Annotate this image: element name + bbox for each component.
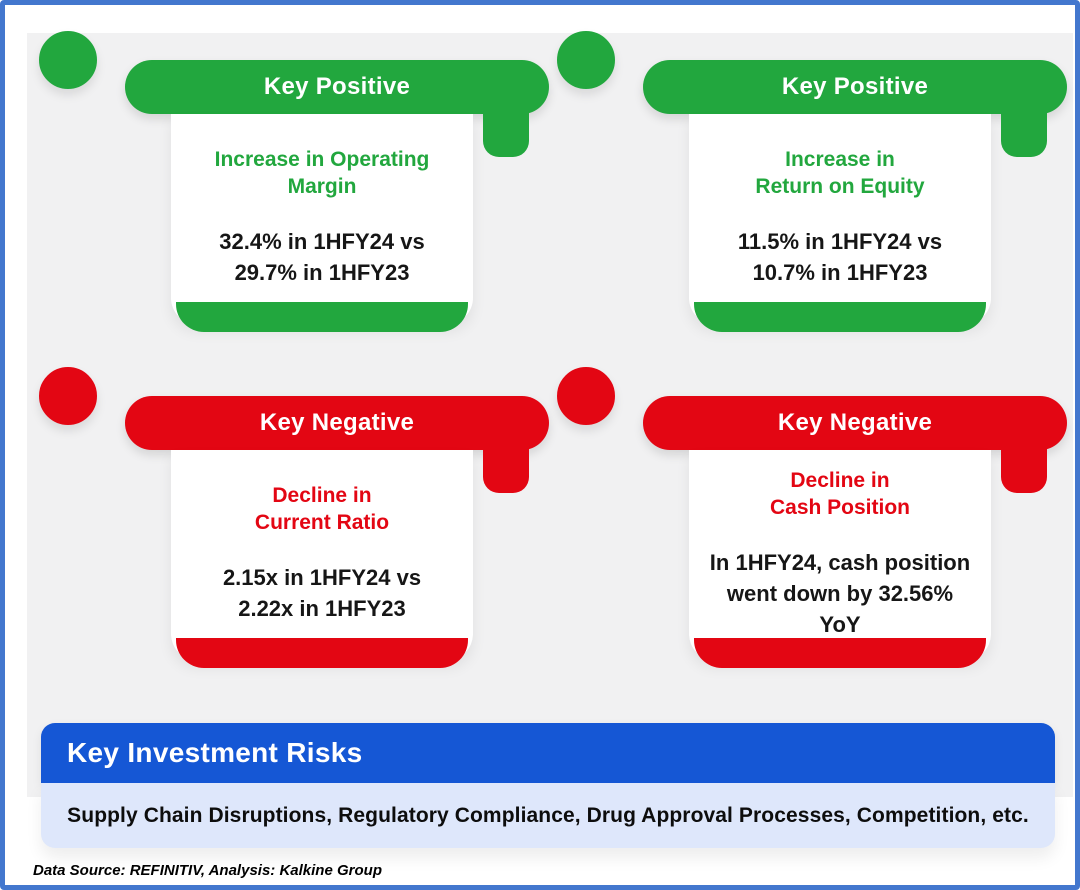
card-value-line: 2.15x in 1HFY24 vs xyxy=(222,565,422,590)
card-subtitle: Increase in Return on Equity xyxy=(693,146,987,200)
key-card-body: Decline in Current Ratio 2.15x in 1HFY24… xyxy=(171,450,473,668)
key-tooth-icon xyxy=(1001,437,1047,493)
source-note: Data Source: REFINITIV, Analysis: Kalkin… xyxy=(33,862,382,879)
key-title-label: Key Positive xyxy=(781,73,929,100)
key-ring-icon xyxy=(39,367,97,425)
card-value-line: 32.4% in 1HFY24 vs xyxy=(219,229,425,254)
card-subtitle-line: Margin xyxy=(287,175,357,198)
key-title-bar: Key Negative xyxy=(125,396,549,450)
card-value-line: 11.5% in 1HFY24 vs xyxy=(737,229,943,254)
key-title-bar: Key Positive xyxy=(643,60,1067,114)
card-subtitle: Increase in Operating Margin xyxy=(175,146,469,200)
card-value: 11.5% in 1HFY24 vs 10.7% in 1HFY23 xyxy=(693,226,987,288)
risks-items: Supply Chain Disruptions, Regulatory Com… xyxy=(67,803,1029,827)
key-card-body: Decline in Cash Position In 1HFY24, cash… xyxy=(689,450,991,668)
card-subtitle-line: Increase in Operating xyxy=(214,148,430,171)
card-value: 2.15x in 1HFY24 vs 2.22x in 1HFY23 xyxy=(175,562,469,624)
risks-header: Key Investment Risks xyxy=(41,723,1055,783)
card-value-line: 2.22x in 1HFY23 xyxy=(238,596,406,621)
key-ring-icon xyxy=(557,31,615,89)
key-tooth-icon xyxy=(483,101,529,157)
card-subtitle-line: Cash Position xyxy=(769,495,911,519)
card-value-line: YoY xyxy=(819,611,861,637)
card-subtitle: Decline in Current Ratio xyxy=(175,482,469,536)
key-card-body: Increase in Return on Equity 11.5% in 1H… xyxy=(689,114,991,332)
card-subtitle: Decline in Cash Position xyxy=(693,467,987,521)
key-title-label: Key Negative xyxy=(777,409,933,436)
key-card-operating-margin: Key Positive Increase in Operating Margi… xyxy=(39,31,549,336)
key-tooth-icon xyxy=(1001,101,1047,157)
card-value-line: 29.7% in 1HFY23 xyxy=(234,260,410,285)
key-card-current-ratio: Key Negative Decline in Current Ratio 2.… xyxy=(39,367,549,672)
key-card-cash-position: Key Negative Decline in Cash Position In… xyxy=(557,367,1067,672)
key-card-return-on-equity: Key Positive Increase in Return on Equit… xyxy=(557,31,1067,336)
card-subtitle-line: Increase in xyxy=(785,148,895,171)
key-ring-icon xyxy=(557,367,615,425)
key-tooth-icon xyxy=(483,437,529,493)
key-title-label: Key Positive xyxy=(263,73,411,100)
card-subtitle-line: Return on Equity xyxy=(755,175,925,198)
card-subtitle-line: Decline in xyxy=(272,484,372,507)
card-subtitle-line: Decline in xyxy=(790,468,890,492)
key-title-bar: Key Positive xyxy=(125,60,549,114)
key-card-body: Increase in Operating Margin 32.4% in 1H… xyxy=(171,114,473,332)
key-title-label: Key Negative xyxy=(259,409,415,436)
card-value: In 1HFY24, cash position went down by 32… xyxy=(693,547,987,640)
key-title-bar: Key Negative xyxy=(643,396,1067,450)
card-subtitle-line: Current Ratio xyxy=(254,511,390,534)
risks-body: Supply Chain Disruptions, Regulatory Com… xyxy=(41,783,1055,848)
card-value-line: In 1HFY24, cash position xyxy=(709,549,971,575)
risks-title: Key Investment Risks xyxy=(67,737,363,768)
card-value-line: 10.7% in 1HFY23 xyxy=(752,260,928,285)
key-ring-icon xyxy=(39,31,97,89)
card-value: 32.4% in 1HFY24 vs 29.7% in 1HFY23 xyxy=(175,226,469,288)
card-value-line: went down by 32.56% xyxy=(726,580,954,606)
